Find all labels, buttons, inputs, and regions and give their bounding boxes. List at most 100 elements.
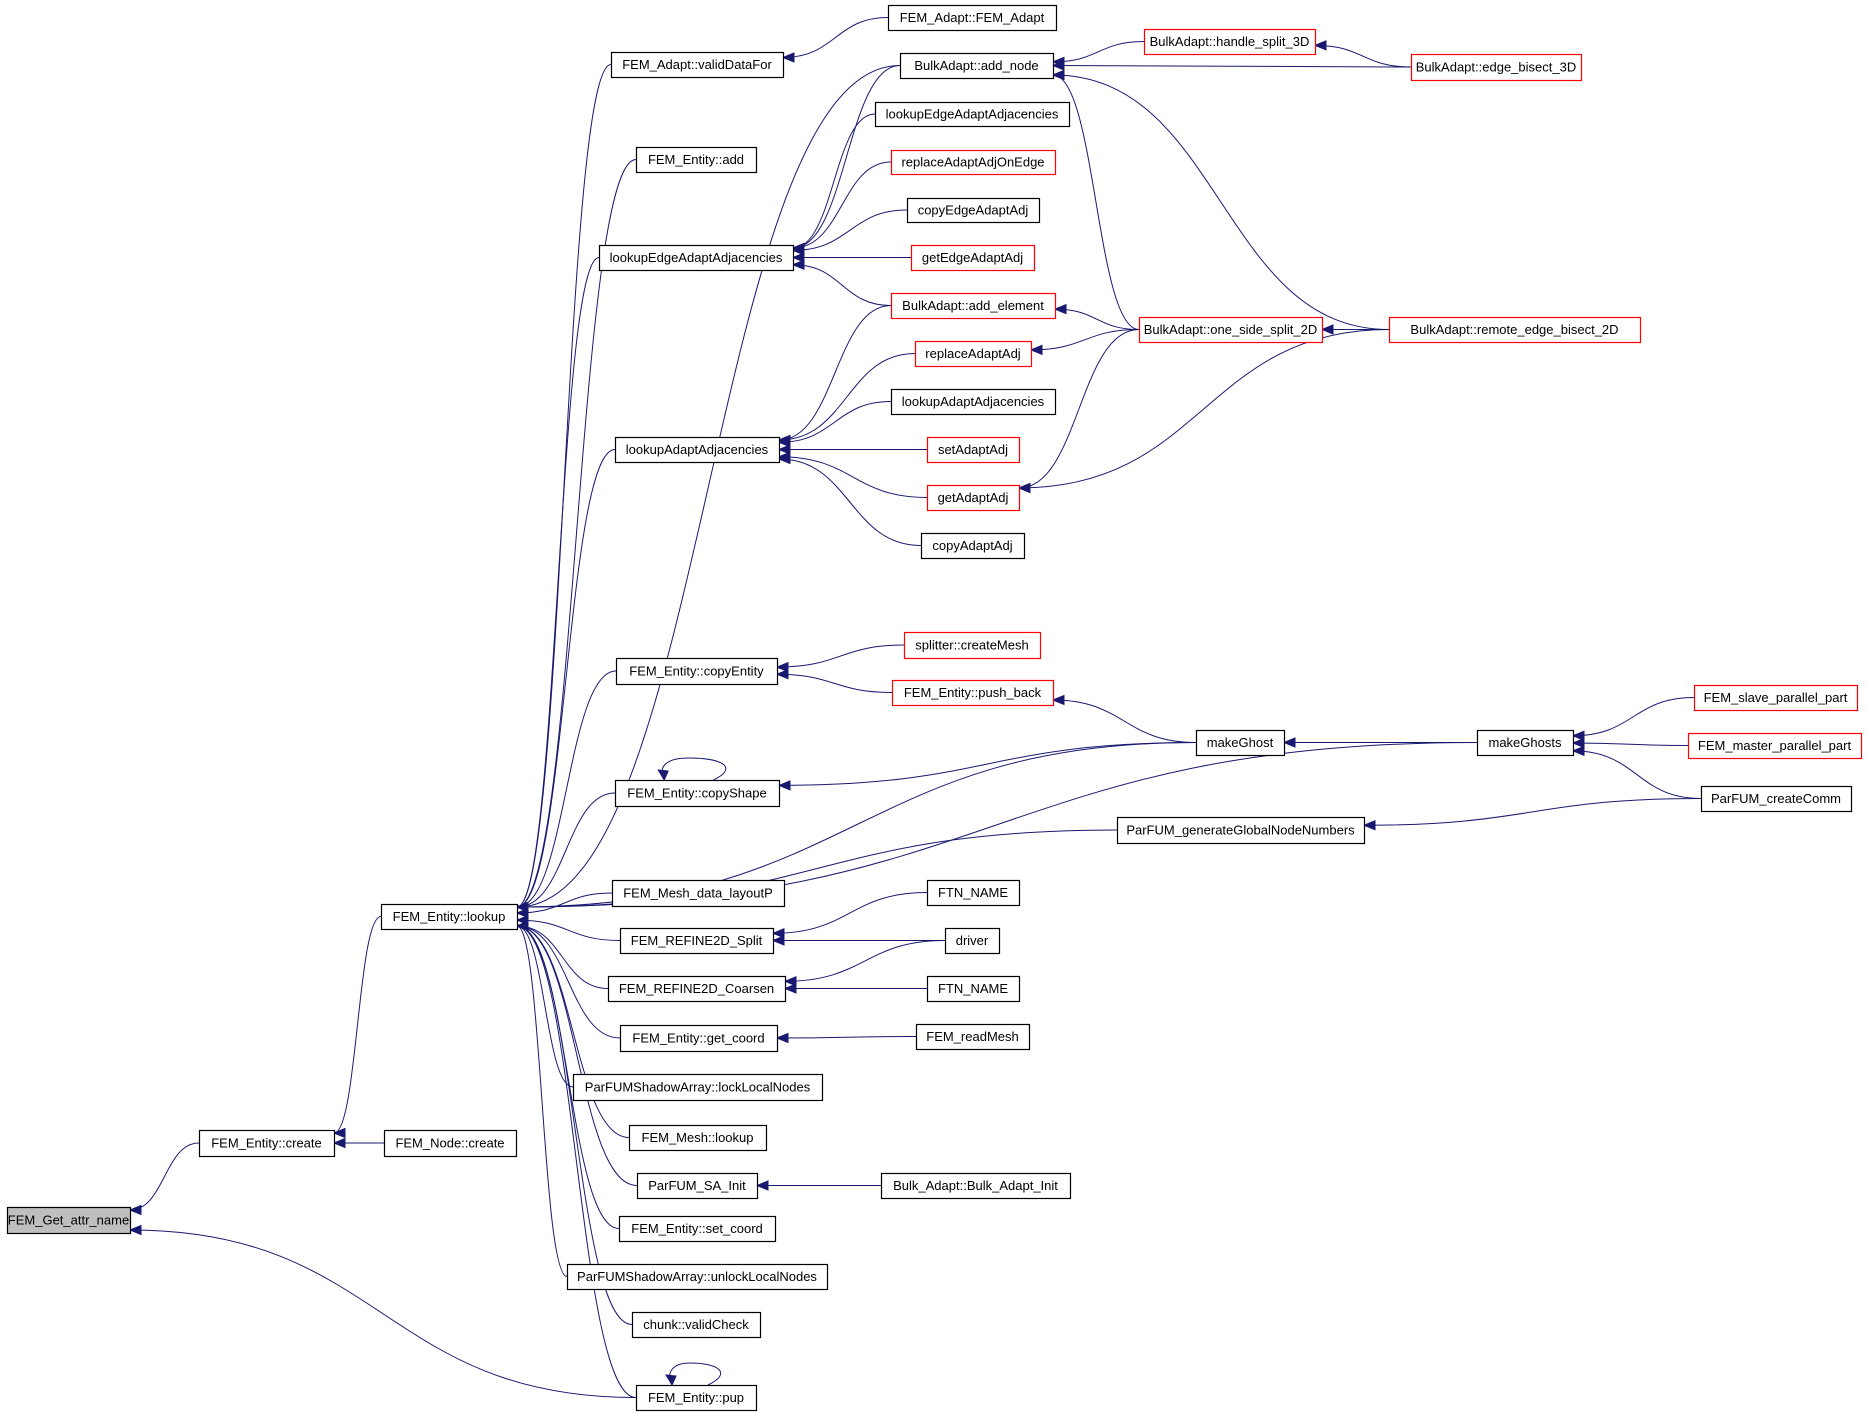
- graph-node-mesh-data-layoutp[interactable]: FEM_Mesh_data_layoutP: [611, 879, 786, 908]
- graph-node-get-coord[interactable]: FEM_Entity::get_coord: [619, 1024, 779, 1053]
- edge-valid-check-to-entity-lookup: [516, 925, 633, 1325]
- graph-node-make-ghost[interactable]: makeGhost: [1195, 729, 1286, 757]
- node-box: [890, 388, 1057, 416]
- node-label: chunk::validCheck: [643, 1317, 749, 1332]
- node-box: [610, 51, 785, 79]
- node-label: FTN_NAME: [938, 885, 1008, 900]
- edge-entity-create-to-get-attr-name: [129, 1142, 200, 1211]
- arrowhead-icon: [1051, 60, 1065, 71]
- edge-copy-shape-to-copy-shape: [661, 757, 727, 781]
- graph-node-driver[interactable]: driver: [944, 927, 1001, 955]
- node-box: [572, 1073, 824, 1102]
- graph-node-master-parallel-part[interactable]: FEM_master_parallel_part: [1687, 732, 1863, 760]
- graph-node-refine-coarsen[interactable]: FEM_REFINE2D_Coarsen: [607, 975, 787, 1003]
- node-label: splitter::createMesh: [915, 638, 1028, 653]
- graph-node-push-back[interactable]: FEM_Entity::push_back: [891, 679, 1055, 707]
- node-box: [1700, 785, 1853, 813]
- arrowhead-icon: [128, 1224, 142, 1236]
- node-label: BulkAdapt::edge_bisect_3D: [1416, 60, 1576, 75]
- graph-node-get-attr-name[interactable]: FEM_Get_attr_name: [6, 1206, 132, 1235]
- graph-node-sa-init[interactable]: ParFUM_SA_Init: [636, 1172, 759, 1200]
- node-box: [6, 1206, 132, 1235]
- node-box: [926, 975, 1021, 1003]
- graph-node-bulk-adapt-init[interactable]: Bulk_Adapt::Bulk_Adapt_Init: [880, 1172, 1072, 1200]
- graph-node-lookup-adj-l[interactable]: lookupAdaptAdjacencies: [614, 436, 781, 464]
- edge-entity-pup-to-entity-lookup: [516, 925, 637, 1398]
- graph-node-lookup-adj-r[interactable]: lookupAdaptAdjacencies: [890, 388, 1057, 416]
- node-box: [618, 1215, 777, 1243]
- graph-node-get-edge-adj[interactable]: getEdgeAdaptAdj: [910, 244, 1036, 272]
- graph-node-adapt-ctor[interactable]: FEM_Adapt::FEM_Adapt: [887, 4, 1058, 32]
- graph-node-edge-bisect-3d[interactable]: BulkAdapt::edge_bisect_3D: [1410, 53, 1583, 82]
- graph-node-lookup-edge-adj-l[interactable]: lookupEdgeAdaptAdjacencies: [598, 244, 795, 272]
- graph-node-unlock-local-nodes[interactable]: ParFUMShadowArray::unlockLocalNodes: [566, 1263, 829, 1291]
- graph-node-lock-local-nodes[interactable]: ParFUMShadowArray::lockLocalNodes: [572, 1073, 824, 1102]
- arrowhead-icon: [755, 1180, 769, 1191]
- graph-node-entity-pup[interactable]: FEM_Entity::pup: [635, 1384, 758, 1412]
- graph-node-remote-edge-bisect-2d[interactable]: BulkAdapt::remote_edge_bisect_2D: [1388, 316, 1642, 344]
- graph-node-get-adj[interactable]: getAdaptAdj: [926, 484, 1021, 512]
- graph-node-one-side-split-2d[interactable]: BulkAdapt::one_side_split_2D: [1138, 316, 1324, 344]
- graph-node-mesh-lookup[interactable]: FEM_Mesh::lookup: [628, 1124, 768, 1152]
- graph-node-bulk-add-node[interactable]: BulkAdapt::add_node: [899, 52, 1055, 80]
- graph-node-valid-check[interactable]: chunk::validCheck: [631, 1311, 762, 1339]
- node-label: FEM_Entity::create: [211, 1136, 322, 1151]
- arrowhead-icon: [781, 52, 795, 63]
- graph-node-handle-split-3d[interactable]: BulkAdapt::handle_split_3D: [1143, 28, 1317, 56]
- edge-lookup-edge-adj-l-to-entity-lookup: [516, 257, 600, 908]
- node-label: ParFUMShadowArray::unlockLocalNodes: [577, 1269, 817, 1284]
- graph-node-copy-shape[interactable]: FEM_Entity::copyShape: [614, 779, 781, 808]
- node-box: [198, 1129, 336, 1158]
- graph-node-entity-lookup[interactable]: FEM_Entity::lookup: [380, 903, 519, 931]
- graph-node-copy-adj[interactable]: copyAdaptAdj: [920, 532, 1026, 560]
- graph-node-ftn-name-1[interactable]: FTN_NAME: [926, 879, 1021, 907]
- graph-node-set-coord[interactable]: FEM_Entity::set_coord: [618, 1215, 777, 1243]
- edge-bulk-add-node-to-entity-lookup: [516, 65, 901, 908]
- graph-node-replace-adj-on-edge[interactable]: replaceAdaptAdjOnEdge: [890, 149, 1057, 176]
- graph-node-node-create[interactable]: FEM_Node::create: [383, 1129, 518, 1158]
- graph-node-copy-edge-adj[interactable]: copyEdgeAdaptAdj: [906, 197, 1041, 224]
- node-label: FEM_master_parallel_part: [1698, 738, 1852, 753]
- edge-splitter-createmesh-to-copy-entity: [776, 644, 905, 668]
- node-label: FEM_Get_attr_name: [8, 1213, 129, 1228]
- edge-get-adj-to-lookup-adj-l: [778, 456, 928, 498]
- graph-node-copy-entity[interactable]: FEM_Entity::copyEntity: [615, 657, 779, 686]
- node-box: [619, 1024, 779, 1053]
- node-label: lookupAdaptAdjacencies: [626, 442, 769, 457]
- node-box: [926, 484, 1021, 512]
- node-box: [914, 340, 1033, 368]
- arrowhead-icon: [1029, 344, 1043, 356]
- graph-node-splitter-createmesh[interactable]: splitter::createMesh: [903, 631, 1042, 660]
- edge-refine-coarsen-to-entity-lookup: [516, 925, 609, 989]
- edge-remote-edge-bisect-2d-to-get-adj: [1018, 329, 1390, 489]
- node-label: FEM_Node::create: [395, 1136, 504, 1151]
- graph-node-slave-parallel-part[interactable]: FEM_slave_parallel_part: [1693, 684, 1859, 712]
- graph-node-set-adj[interactable]: setAdaptAdj: [926, 436, 1021, 464]
- graph-node-adapt-validdatafor[interactable]: FEM_Adapt::validDataFor: [610, 51, 785, 79]
- graph-node-create-comm[interactable]: ParFUM_createComm: [1700, 785, 1853, 813]
- graph-node-make-ghosts[interactable]: makeGhosts: [1476, 729, 1575, 757]
- node-label: ParFUM_SA_Init: [648, 1178, 746, 1193]
- node-label: FEM_REFINE2D_Coarsen: [619, 981, 774, 996]
- edge-sa-init-to-entity-lookup: [516, 925, 638, 1186]
- edge-slave-parallel-part-to-make-ghosts: [1572, 697, 1695, 737]
- graph-node-refine-split[interactable]: FEM_REFINE2D_Split: [619, 927, 775, 955]
- node-box: [926, 436, 1021, 464]
- graph-node-bulk-add-element[interactable]: BulkAdapt::add_element: [890, 292, 1057, 320]
- node-label: BulkAdapt::add_element: [902, 298, 1044, 313]
- graph-node-gen-global-node-numbers[interactable]: ParFUM_generateGlobalNodeNumbers: [1116, 816, 1366, 845]
- graph-node-entity-add[interactable]: FEM_Entity::add: [635, 146, 758, 174]
- edge-adapt-ctor-to-adapt-validdatafor: [782, 17, 889, 58]
- arrowhead-icon: [665, 1374, 677, 1387]
- graph-node-read-mesh[interactable]: FEM_readMesh: [915, 1023, 1031, 1051]
- node-box: [619, 927, 775, 955]
- node-label: replaceAdaptAdj: [925, 346, 1021, 361]
- graph-node-lookup-edge-adj-r[interactable]: lookupEdgeAdaptAdjacencies: [874, 101, 1071, 128]
- node-box: [615, 657, 779, 686]
- graph-node-entity-create[interactable]: FEM_Entity::create: [198, 1129, 336, 1158]
- arrowhead-icon: [332, 1137, 346, 1149]
- node-label: lookupAdaptAdjacencies: [902, 394, 1045, 409]
- graph-node-ftn-name-2[interactable]: FTN_NAME: [926, 975, 1021, 1003]
- graph-node-replace-adj[interactable]: replaceAdaptAdj: [914, 340, 1033, 368]
- node-label: FEM_Adapt::validDataFor: [622, 57, 772, 72]
